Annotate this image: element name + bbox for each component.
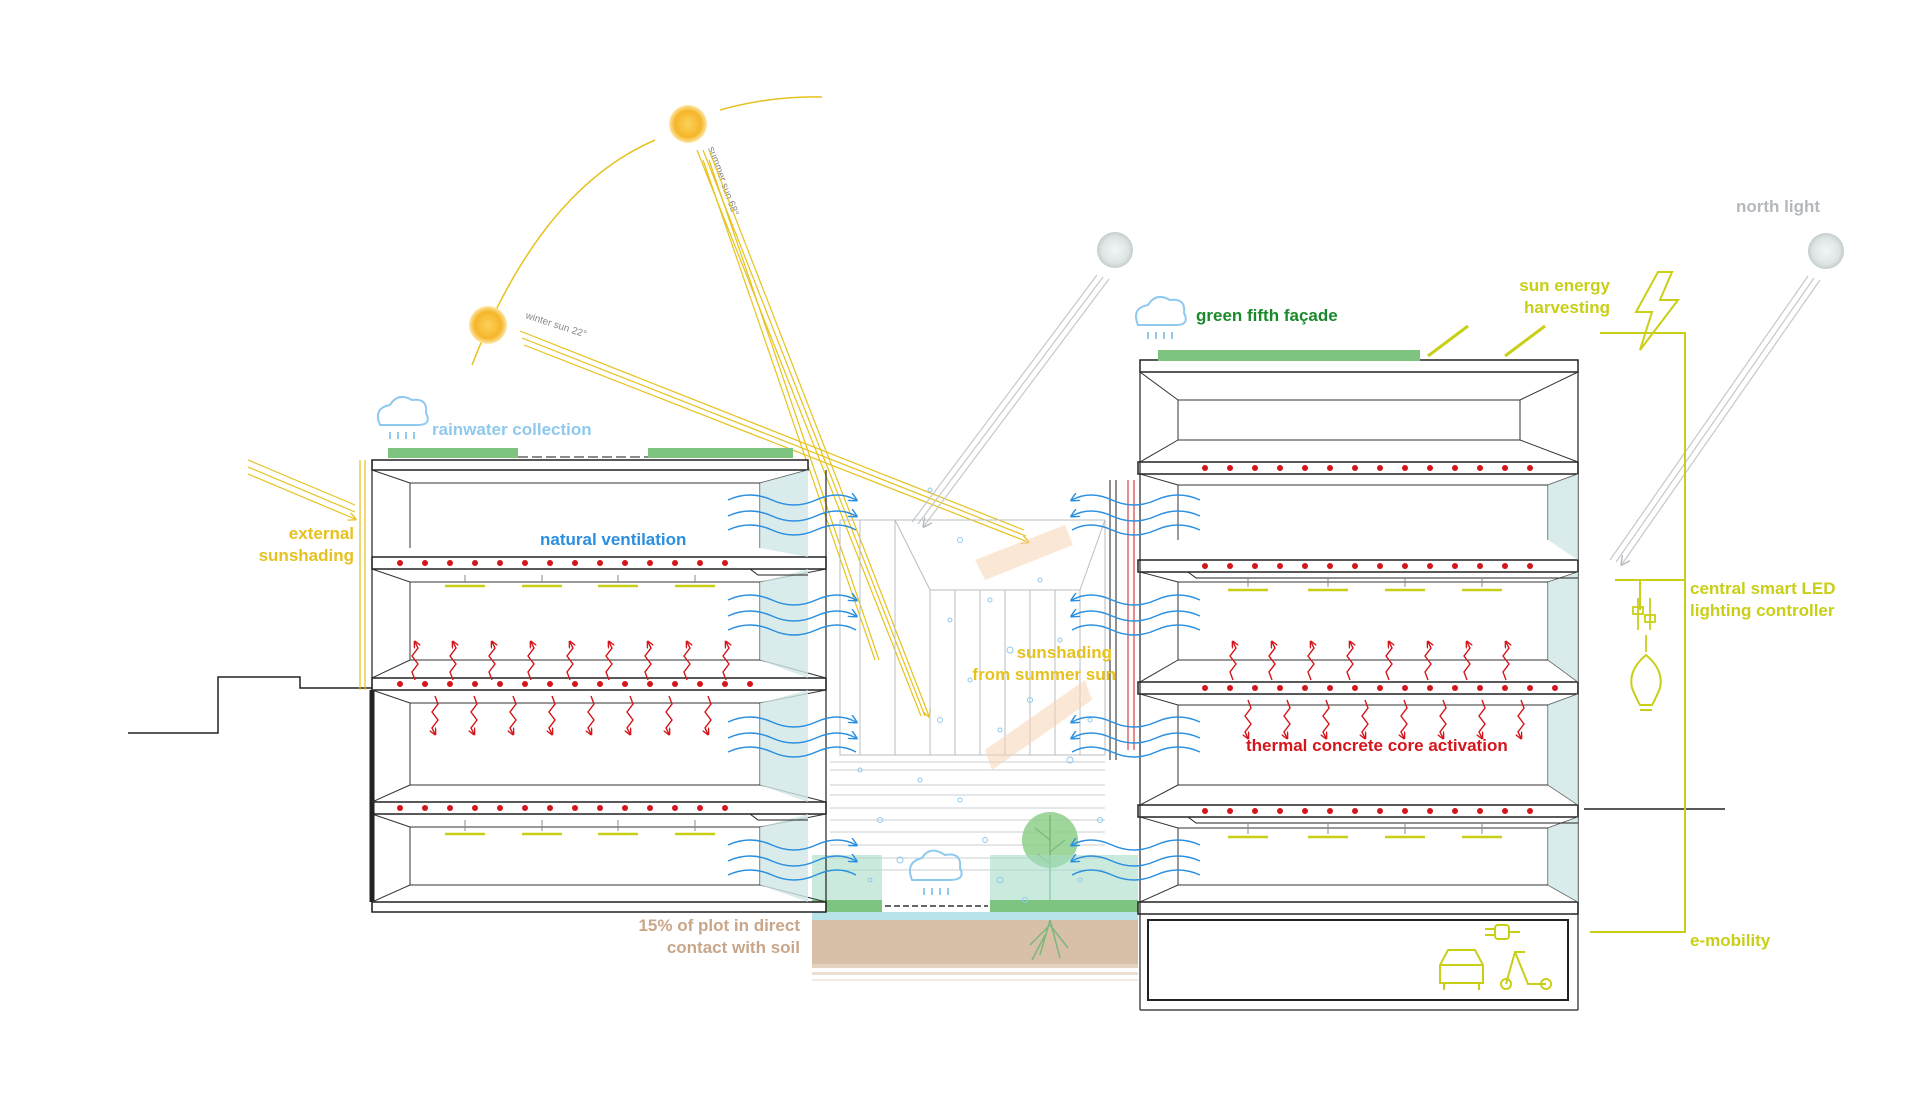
left-green-roof-2 — [648, 448, 793, 458]
terrain — [128, 676, 1725, 810]
left-green-roof-1 — [388, 448, 518, 458]
natural-ventilation-label: natural ventilation — [540, 530, 686, 549]
sunshading-summer-label-2: from summer sun — [972, 665, 1116, 684]
winter-sun-rays — [519, 330, 1028, 542]
soil-contact-label-1: 15% of plot in direct — [638, 916, 800, 935]
external-sunshading-rays — [247, 459, 355, 519]
solar-panel-2 — [1504, 324, 1546, 358]
north-light-sky-icon — [1808, 233, 1844, 269]
sunshading-reflection — [975, 525, 1092, 770]
thermal-heat-arrows-up — [411, 642, 1509, 681]
led-controller-icon — [1632, 598, 1656, 652]
light-bulb-icon — [1630, 653, 1662, 711]
sunshading-summer-label-1: sunshading — [1017, 643, 1112, 662]
sky-light-rays — [911, 274, 1110, 526]
rainwater-collection-label: rainwater collection — [432, 420, 592, 439]
courtyard-grass — [812, 855, 1138, 912]
car-icon — [1439, 949, 1484, 990]
north-light-rays — [1609, 275, 1821, 564]
thermal-dots — [397, 465, 1558, 814]
external-sunshading-label-2: sunshading — [259, 546, 354, 565]
ventilation-arrows-right — [1072, 495, 1201, 881]
right-green-roof — [1158, 350, 1420, 361]
courtyard-soil — [812, 912, 1138, 981]
sun-path — [471, 96, 823, 366]
ventilation-arrows-left — [727, 495, 856, 881]
thermal-heat-arrows-down — [432, 695, 1525, 738]
soil-contact-label-2: contact with soil — [667, 938, 800, 957]
left-building — [359, 448, 827, 913]
right-building — [1109, 324, 1579, 1011]
led-controller-label-2: lighting controller — [1690, 601, 1835, 620]
rainwater-cloud-icon — [377, 395, 429, 439]
thermal-concrete-label: thermal concrete core activation — [1246, 736, 1508, 755]
sky-light-icon — [1097, 232, 1133, 268]
external-sunshading-label-1: external — [289, 524, 354, 543]
winter-sun-icon — [469, 306, 507, 344]
summer-sun-rays — [696, 149, 929, 716]
led-luminaires — [445, 584, 1502, 839]
sun-energy-label-1: sun energy — [1519, 276, 1610, 295]
summer-sun-icon — [669, 105, 707, 143]
water-droplets — [857, 487, 1103, 903]
atrium-glazing — [839, 519, 1106, 756]
sun-energy-label-2: harvesting — [1524, 298, 1610, 317]
scooter-icon — [1500, 951, 1552, 990]
lightning-icon — [1634, 271, 1681, 351]
green-roof-cloud-icon — [1135, 295, 1187, 339]
courtyard-cloud-icon — [909, 849, 963, 895]
north-light-label: north light — [1736, 197, 1820, 216]
energy-network-lines — [1590, 332, 1686, 933]
e-mobility-label: e-mobility — [1690, 931, 1771, 950]
led-controller-label-1: central smart LED — [1690, 579, 1836, 598]
led-pendants — [464, 575, 1483, 834]
green-fifth-facade-label: green fifth façade — [1196, 306, 1338, 325]
ev-plug-icon — [1485, 924, 1520, 940]
solar-panel-1 — [1427, 324, 1469, 358]
parking-garage — [1147, 919, 1569, 1001]
